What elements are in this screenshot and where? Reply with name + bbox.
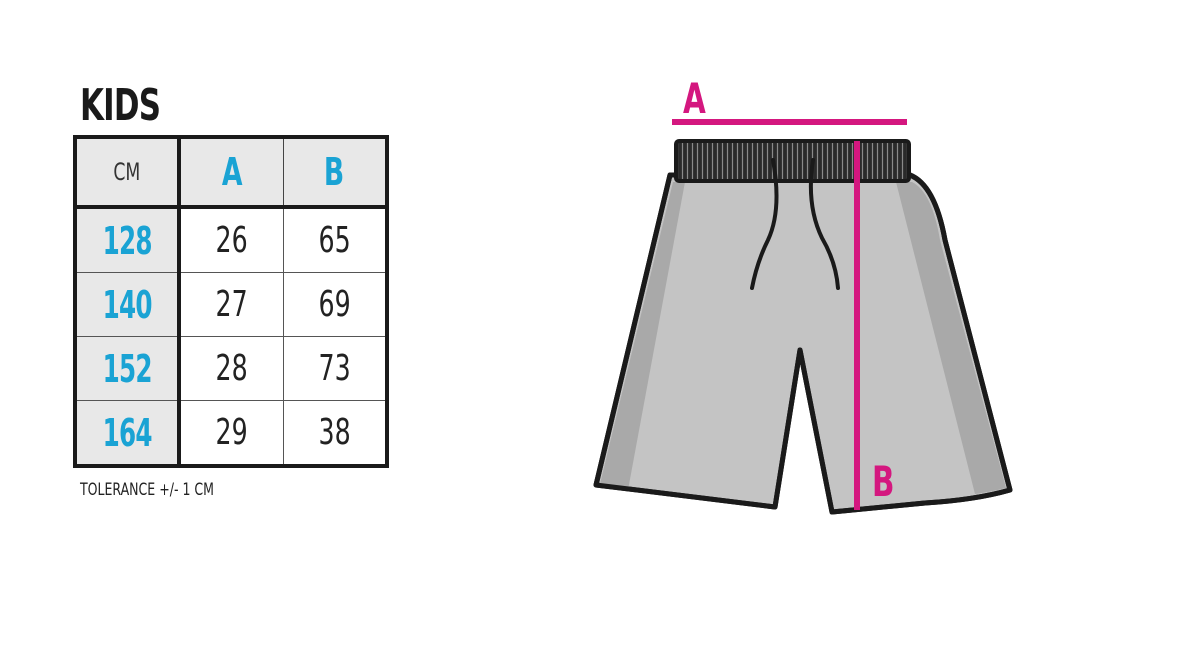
- size-label-cell: 152: [75, 336, 181, 401]
- table-row: 152 28 73: [75, 336, 387, 401]
- size-table: CM A B 128 26 65 140 27 69 152 28 73 164…: [73, 135, 389, 468]
- value-cell: 26: [179, 207, 284, 273]
- value-cell: 28: [179, 336, 284, 401]
- value-a: 27: [215, 284, 248, 325]
- table-row: 140 27 69: [75, 272, 387, 337]
- size-label-cell: 164: [75, 400, 181, 466]
- value-cell: 65: [283, 207, 387, 273]
- size-label: 164: [102, 410, 152, 455]
- value-cell: 27: [179, 272, 284, 337]
- value-cell: 29: [179, 400, 284, 466]
- value-cell: 73: [283, 336, 387, 401]
- column-label: A: [221, 150, 243, 194]
- unit-header-cell: CM: [75, 137, 181, 209]
- value-cell: 38: [283, 401, 387, 467]
- size-label-cell: 128: [75, 207, 181, 273]
- size-label: 128: [102, 218, 152, 263]
- value-b: 73: [318, 348, 351, 389]
- value-a: 26: [215, 220, 248, 261]
- right-side-shadow: [896, 182, 1006, 494]
- value-b: 65: [318, 220, 351, 261]
- left-side-shadow: [600, 182, 685, 490]
- tolerance-note: TOLERANCE +/- 1 CM: [80, 480, 214, 500]
- drawstring-right: [808, 158, 840, 290]
- unit-label: CM: [113, 158, 141, 186]
- size-label: 152: [102, 346, 152, 391]
- column-header-a: A: [179, 137, 284, 209]
- table-header-row: CM A B: [75, 137, 387, 209]
- column-label: B: [324, 150, 345, 194]
- column-header-b: B: [283, 137, 387, 209]
- measure-b-label: B: [872, 457, 895, 506]
- value-a: 28: [215, 348, 248, 389]
- value-b: 38: [318, 412, 351, 453]
- size-label-cell: 140: [75, 272, 181, 337]
- waistband: [674, 139, 911, 183]
- drawstring-left: [750, 158, 779, 290]
- measure-a-label: A: [683, 74, 706, 123]
- value-cell: 69: [283, 272, 387, 337]
- size-label: 140: [102, 282, 152, 327]
- shorts-outline: [593, 172, 1013, 515]
- value-a: 29: [215, 412, 248, 453]
- table-row: 164 29 38: [75, 400, 387, 467]
- table-row: 128 26 65: [75, 207, 387, 273]
- chart-title: KIDS: [80, 80, 161, 131]
- value-b: 69: [318, 284, 351, 325]
